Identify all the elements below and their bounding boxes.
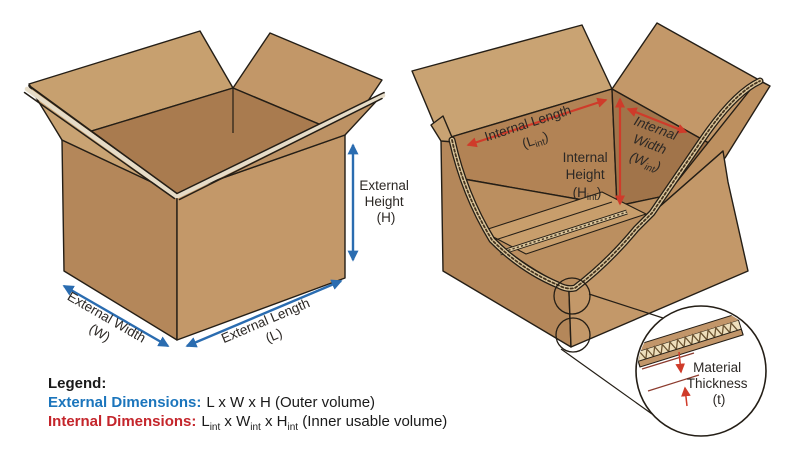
thickness-arrow-up [681, 386, 691, 407]
legend-title: Legend: [48, 375, 107, 392]
legend-internal-label: Internal Dimensions: [48, 413, 197, 430]
internal-box-illustration [411, 22, 771, 348]
internal-dimension-arrows [466, 97, 688, 206]
magnifier-source-circle-lower [555, 317, 591, 353]
corrugation-flute-zigzag [637, 321, 738, 362]
internal-width-arrow [626, 107, 688, 134]
int-floor-flap [481, 191, 647, 255]
legend-internal-formula: Lint x Wint x Hint (Inner usable volume) [201, 413, 448, 433]
external-width-arrow [62, 284, 170, 348]
magnifier-tangent-line-upper [588, 293, 664, 319]
int-floor-fold-line [491, 201, 613, 242]
magnifier-tangent-line-lower [560, 348, 653, 415]
material-thickness-label: Material Thickness (t) [687, 360, 752, 407]
external-length-arrow [185, 279, 343, 348]
legend-external-label: External Dimensions: [48, 394, 202, 411]
internal-height-label: Internal Height (Hint) [563, 150, 612, 203]
thickness-extension-line-lower [647, 374, 700, 392]
int-floor-flap-edge [499, 209, 628, 256]
legend-external-formula: L x W x H (Outer volume) [206, 394, 376, 411]
int-cutaway-corrugated-edge [448, 77, 764, 293]
magnifier-callout: Material Thickness (t) [553, 277, 767, 437]
magnifier-source-circle-upper [553, 277, 591, 315]
ext-flap-edge-strips [23, 84, 386, 201]
legend-external-line: External Dimensions:L x W x H (Outer vol… [48, 393, 447, 412]
cardboard-cross-section [637, 313, 744, 368]
thickness-extension-line-upper [641, 352, 695, 370]
external-dimension-arrows [62, 143, 359, 348]
legend: Legend: External Dimensions:L x W x H (O… [48, 374, 447, 437]
legend-internal-line: Internal Dimensions:Lint x Wint x Hint (… [48, 412, 447, 437]
thickness-arrow-down [675, 351, 686, 374]
external-height-label: External Height (H) [359, 178, 412, 225]
internal-length-arrow [466, 97, 608, 148]
